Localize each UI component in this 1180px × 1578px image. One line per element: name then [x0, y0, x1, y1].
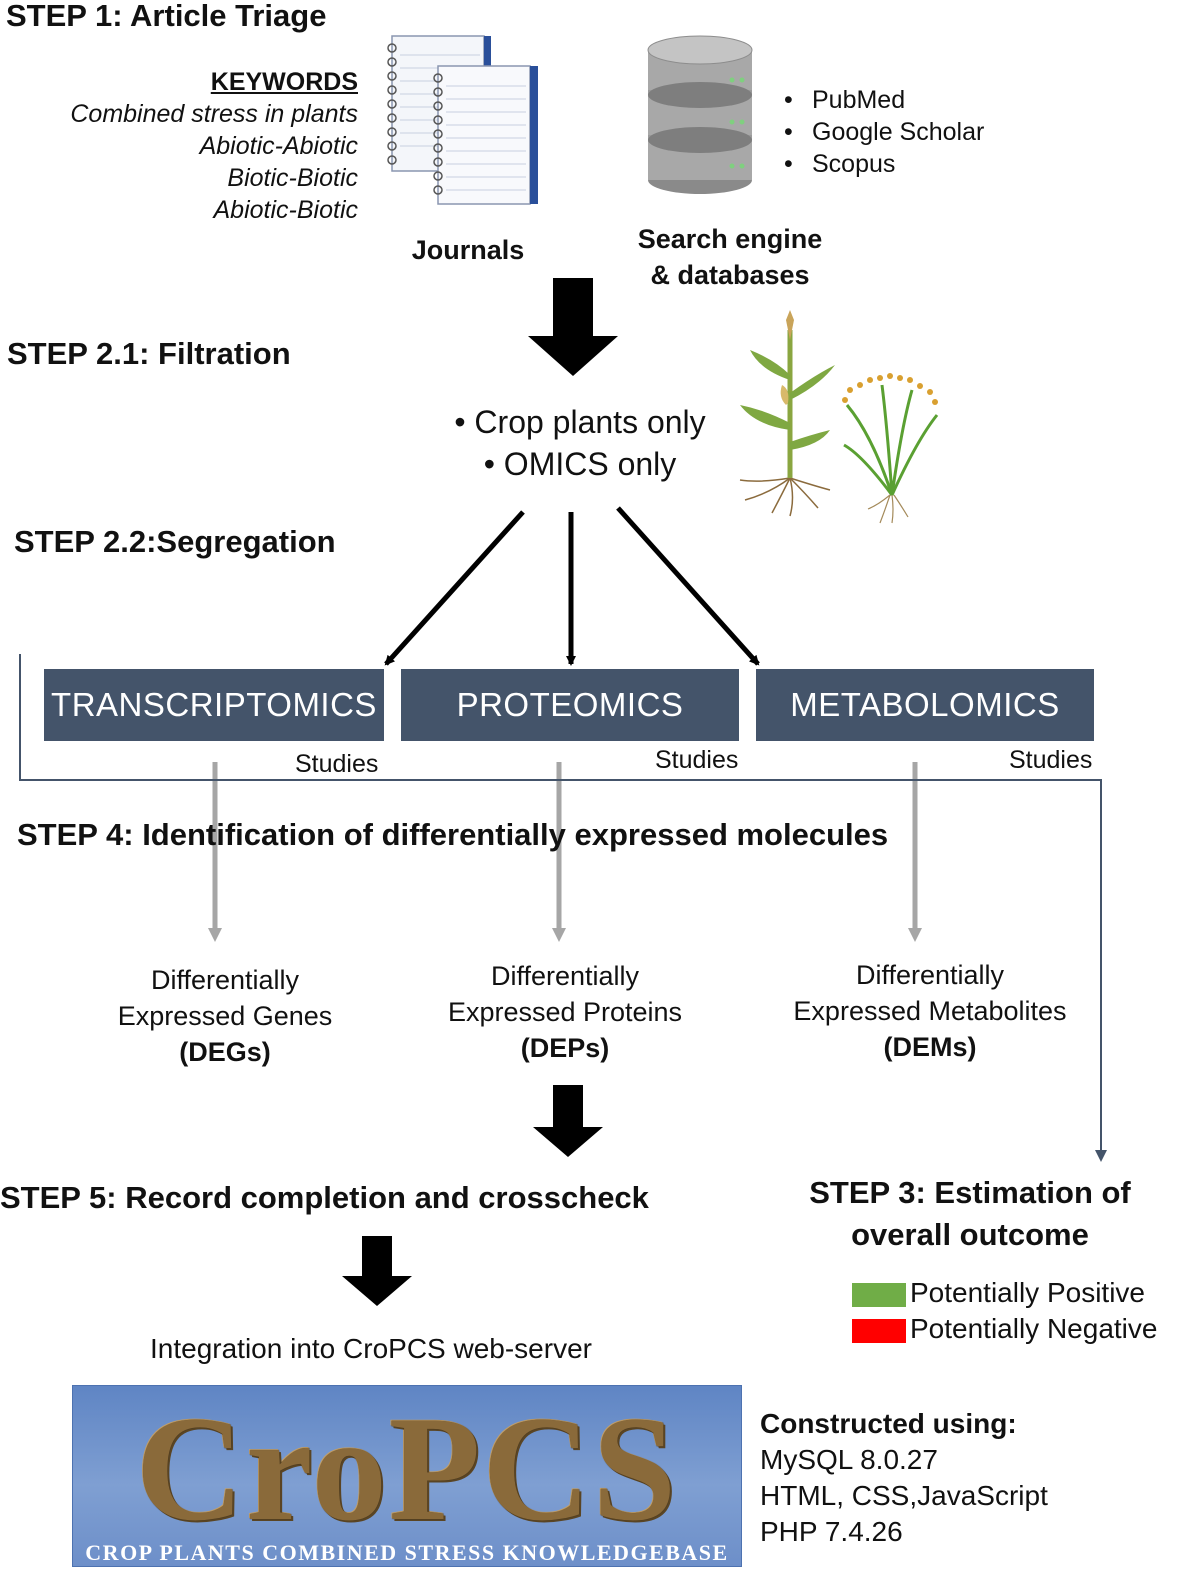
- step3-title-line: overall outcome: [851, 1217, 1089, 1252]
- step22-title: STEP 2.2:Segregation: [14, 524, 336, 559]
- studies-label: Studies: [1009, 746, 1093, 774]
- keyword-item: Combined stress in plants: [70, 100, 358, 128]
- database-item: PubMed: [784, 84, 984, 116]
- tech-item: HTML, CSS,JavaScript: [760, 1480, 1048, 1511]
- tech-stack: Constructed using: MySQL 8.0.27 HTML, CS…: [760, 1406, 1048, 1550]
- step4-title: STEP 4: Identification of differentially…: [17, 817, 889, 852]
- step3-title-line: STEP 3: Estimation of: [809, 1175, 1131, 1210]
- metabolomics-box: METABOLOMICS: [756, 669, 1094, 741]
- search-engine-label: Search engine & databases: [615, 221, 845, 293]
- legend-swatch-negative: [852, 1318, 906, 1343]
- legend-swatch-positive: [852, 1282, 906, 1307]
- segregation-arrows: [384, 506, 760, 666]
- molecule-line: Expressed Genes: [117, 1001, 333, 1031]
- notebook-icon: [387, 35, 538, 205]
- molecule-abbr: (DEMs): [883, 1032, 977, 1062]
- deps-block: Differentially Expressed Proteins (DEPs): [420, 958, 710, 1066]
- database-item: Google Scholar: [784, 116, 984, 148]
- legend-item-negative: Potentially Negative: [852, 1311, 1157, 1347]
- dems-block: Differentially Expressed Metabolites (DE…: [770, 957, 1090, 1065]
- keyword-item: Abiotic-Abiotic: [199, 132, 358, 160]
- molecule-abbr: (DEGs): [179, 1037, 271, 1067]
- keyword-item: Biotic-Biotic: [227, 164, 358, 192]
- outcome-legend: Potentially Positive Potentially Negativ…: [852, 1275, 1157, 1347]
- step5-title: STEP 5: Record completion and crosscheck: [0, 1180, 649, 1215]
- database-icon: [647, 35, 753, 194]
- molecule-line: Differentially: [855, 960, 1005, 990]
- outcome-connector: [19, 654, 1107, 1162]
- database-list: PubMed Google Scholar Scopus: [784, 84, 984, 180]
- legend-item-positive: Potentially Positive: [852, 1275, 1157, 1311]
- down-arrow-3: [342, 1236, 412, 1306]
- molecule-abbr: (DEPs): [520, 1033, 610, 1063]
- degs-block: Differentially Expressed Genes (DEGs): [90, 962, 360, 1070]
- step3-title: STEP 3: Estimation of overall outcome: [780, 1172, 1160, 1256]
- tech-item: MySQL 8.0.27: [760, 1444, 938, 1475]
- studies-label: Studies: [295, 750, 379, 778]
- proteomics-box: PROTEOMICS: [401, 669, 739, 741]
- step21-title: STEP 2.1: Filtration: [7, 336, 291, 371]
- cropcs-logo: CroPCS: [135, 1386, 679, 1552]
- tech-item: PHP 7.4.26: [760, 1516, 903, 1547]
- filter-item: • OMICS only: [483, 446, 677, 482]
- filter-item: • Crop plants only: [454, 404, 706, 440]
- integration-label: Integration into CroPCS web-server: [150, 1333, 592, 1364]
- tech-heading: Constructed using:: [760, 1408, 1017, 1439]
- filter-list: • Crop plants only • OMICS only: [400, 401, 760, 485]
- molecule-line: Differentially: [490, 961, 640, 991]
- database-item: Scopus: [784, 148, 984, 180]
- studies-label: Studies: [655, 746, 739, 774]
- legend-label: Potentially Negative: [910, 1313, 1158, 1344]
- step1-title: STEP 1: Article Triage: [6, 0, 327, 33]
- molecule-line: Expressed Proteins: [447, 997, 683, 1027]
- cropcs-banner: CroPCS CROP PLANTS COMBINED STRESS KNOWL…: [72, 1385, 742, 1567]
- transcriptomics-box: TRANSCRIPTOMICS: [44, 669, 384, 741]
- search-label-line: & databases: [650, 260, 810, 290]
- molecule-line: Differentially: [150, 965, 300, 995]
- legend-label: Potentially Positive: [910, 1277, 1146, 1308]
- plant-icon: [739, 310, 939, 524]
- down-arrow-2: [533, 1085, 603, 1157]
- molecule-line: Expressed Metabolites: [793, 996, 1067, 1026]
- search-label-line: Search engine: [637, 224, 823, 254]
- down-arrow-1: [528, 278, 618, 376]
- keywords-block: KEYWORDS Combined stress in plants Abiot…: [30, 66, 358, 226]
- cropcs-subtitle: CROP PLANTS COMBINED STRESS KNOWLEDGEBAS…: [85, 1540, 729, 1565]
- keywords-heading: KEYWORDS: [210, 68, 358, 96]
- identification-arrows: [208, 762, 922, 942]
- journals-label: Journals: [411, 235, 525, 265]
- keyword-item: Abiotic-Biotic: [213, 196, 359, 224]
